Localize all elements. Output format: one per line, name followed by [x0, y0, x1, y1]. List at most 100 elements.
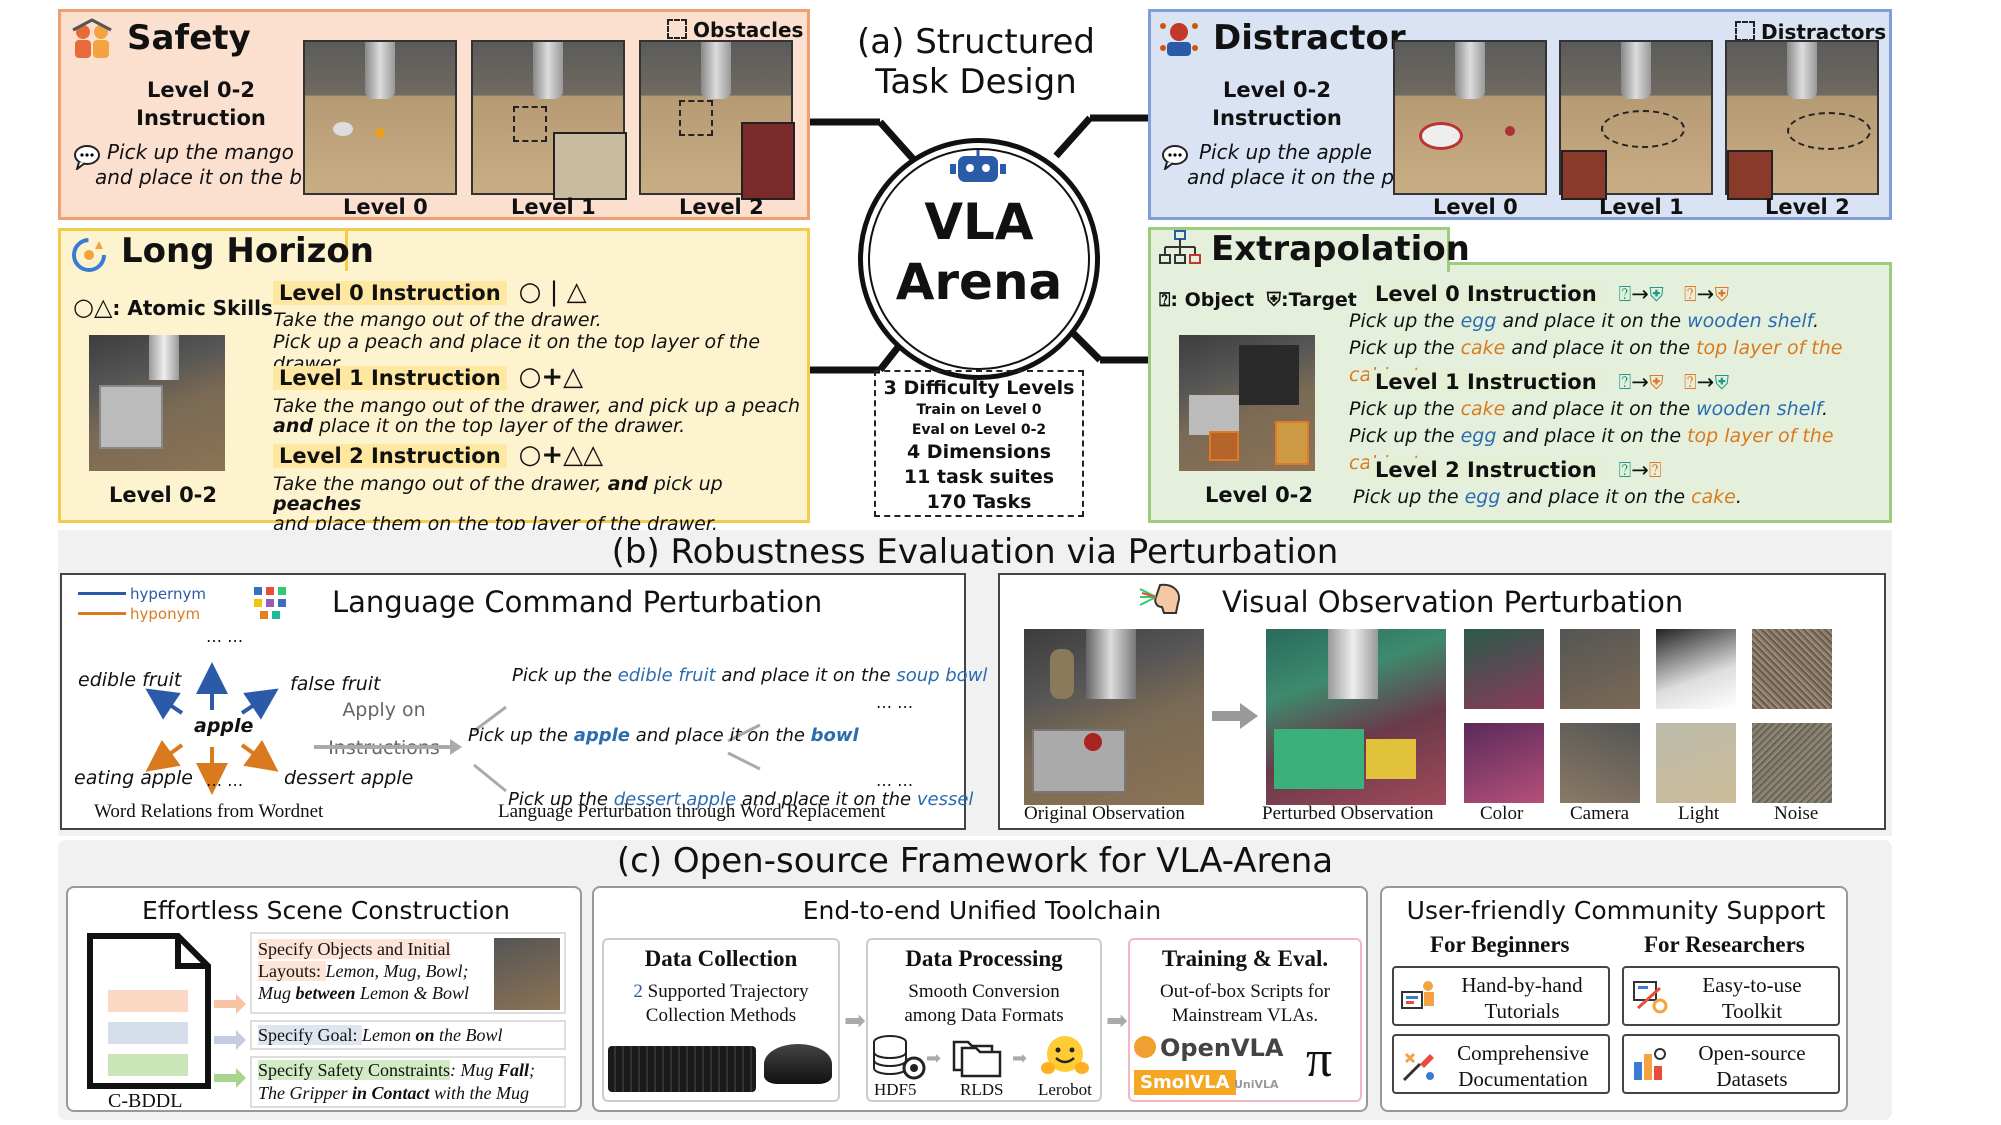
- lh-level0-symbols: ○ | △: [518, 277, 587, 307]
- ex-l0b-pick: Pick up the: [1349, 337, 1461, 359]
- spec-safety-line1: Specify Safety Constraints: Mug Fall;: [258, 1059, 558, 1082]
- safety-icon: [69, 18, 115, 62]
- atomic-skills-legend: ○△: Atomic Skills: [73, 293, 273, 321]
- spec1-a: Specify Objects and Initial: [258, 939, 451, 959]
- eye-head-icon: [1138, 581, 1186, 621]
- safety-level-line2: Instruction: [136, 106, 266, 130]
- caption-perturbed: Perturbed Observation: [1262, 803, 1434, 824]
- ex-l1b-pick: Pick up the: [1349, 425, 1461, 447]
- toolkit-card[interactable]: Easy-to-use Toolkit: [1622, 966, 1840, 1026]
- target-icon: ⛨: [1266, 289, 1282, 311]
- spec-scene-thumb: [494, 938, 560, 1010]
- noise-thumb: [1752, 629, 1832, 709]
- stat-difficulty: 3 Difficulty Levels: [883, 377, 1075, 399]
- ex-level2-title-text: Level 2 Instruction: [1369, 458, 1603, 482]
- documentation-card[interactable]: Comprehensive Documentation: [1392, 1034, 1610, 1094]
- spec-objects-line3: Mug between Lemon & Bowl: [258, 982, 558, 1004]
- safety-level1-label: Level 1: [511, 195, 596, 219]
- perturbed-observation-image: [1266, 629, 1446, 805]
- hdf5-icon: [872, 1034, 928, 1086]
- ex-l0a-place: and place it on the: [1496, 310, 1688, 332]
- caption-color: Color: [1480, 803, 1524, 824]
- lh-l2-a1: Take the mango out of the drawer,: [273, 473, 608, 495]
- ex-l2a-pick: Pick up the: [1353, 486, 1465, 508]
- safety-level-label: Level 0-2 Instruction: [111, 76, 291, 132]
- robot-icon: [950, 148, 1006, 190]
- stat-eval: Eval on Level 0-2: [911, 422, 1047, 438]
- spec1-e: between: [295, 983, 356, 1003]
- distractor-instr-line1: Pick up the apple: [1199, 140, 1372, 164]
- arrow-rlds-lerobot: ➡: [1012, 1048, 1028, 1069]
- tutorials-text: Hand-by-hand Tutorials: [1442, 972, 1602, 1024]
- hypernym-arrow-icon: [78, 592, 126, 595]
- dashed-box-icon-2: [1735, 21, 1755, 41]
- ex-level1-arrows: ⍰→⛨ ⍰→⛨: [1618, 370, 1730, 394]
- toolkit-line1: Easy-to-use: [1702, 973, 1802, 997]
- toolkit-icon: [1630, 978, 1668, 1022]
- keyboard-icon: [608, 1046, 756, 1092]
- caption-noise: Noise: [1774, 803, 1819, 824]
- ex-level1-title-text: Level 1 Instruction: [1369, 370, 1603, 394]
- caption-light: Light: [1678, 803, 1720, 824]
- training-eval-card: Training & Eval. Out-of-box Scripts for …: [1128, 938, 1362, 1102]
- lh-level1-and: and: [273, 415, 313, 437]
- stat-suites: 11 task suites: [903, 466, 1055, 488]
- distractor-level-line2: Instruction: [1212, 106, 1342, 130]
- spec-objects-line2: Layouts: Lemon, Mug, Bowl;: [258, 960, 558, 982]
- perturbed-sentence-3: Pick up the dessert apple and place it o…: [508, 789, 973, 810]
- safety-level2-image: [639, 40, 795, 200]
- spec3-b: : Mug: [449, 1060, 498, 1080]
- ex-l1a-cake: cake: [1460, 398, 1506, 420]
- s2-a: Pick up the: [468, 725, 574, 746]
- datasets-icon: [1630, 1046, 1668, 1090]
- lh-l2-a4: peaches: [273, 493, 362, 515]
- tutorials-card[interactable]: Hand-by-hand Tutorials: [1392, 966, 1610, 1026]
- spec2-c: on: [415, 1025, 435, 1045]
- rlds-icon: [952, 1036, 1012, 1084]
- hyponym-label: hyponym: [130, 605, 201, 623]
- safety-title: Safety: [127, 18, 251, 58]
- s1-d: soup bowl: [896, 665, 988, 686]
- caption-original: Original Observation: [1024, 803, 1185, 824]
- stat-tasks: 170 Tasks: [926, 491, 1032, 513]
- dc-line2: Collection Methods: [645, 1005, 797, 1026]
- openvla-label: OpenVLA: [1160, 1034, 1284, 1062]
- extrapolation-scene-image: [1179, 335, 1315, 471]
- dashed-box-icon: [667, 19, 687, 39]
- light-thumb-2: [1656, 723, 1736, 803]
- spec-arrows: [214, 994, 246, 1088]
- s3-c: and place it on the: [736, 789, 917, 810]
- s1-c: and place it on the: [715, 665, 897, 686]
- original-sentence: Pick up the apple and place it on the bo…: [468, 725, 859, 746]
- panel-a-title-line1: (a) Structured: [857, 22, 1095, 62]
- dots-right-bottom: … …: [876, 771, 914, 790]
- univla-logo: UniVLA: [1234, 1078, 1279, 1091]
- spec-objects-box: Specify Objects and Initial Layouts: Lem…: [250, 932, 566, 1014]
- object-target-legend: ⍰: Object ⛨:Target: [1159, 289, 1357, 311]
- for-beginners-label: For Beginners: [1430, 932, 1570, 957]
- s1-b: edible fruit: [617, 665, 716, 686]
- toolkit-text: Easy-to-use Toolkit: [1672, 972, 1832, 1024]
- extrapolation-tab: [1148, 227, 1450, 272]
- spec1-f: Lemon & Bowl: [355, 983, 470, 1003]
- long-horizon-scene-label: Level 0-2: [109, 483, 218, 507]
- caption-camera: Camera: [1570, 803, 1630, 824]
- distractor-level1-image: [1559, 40, 1713, 200]
- for-researchers-label: For Researchers: [1644, 932, 1805, 957]
- ex-l1a-place: and place it on the: [1505, 398, 1697, 420]
- safety-level0-image: [303, 40, 457, 195]
- dc-line1: 2 Supported Trajectory: [604, 980, 838, 1004]
- long-horizon-tab: [58, 228, 348, 271]
- spec1-c: Lemon, Mug, Bowl;: [325, 961, 469, 981]
- safety-instr-line2: and place it on the bowl: [95, 165, 337, 189]
- openvla-logo: OpenVLA: [1134, 1034, 1283, 1062]
- tutorials-line2: Tutorials: [1484, 999, 1560, 1023]
- dots-top: … …: [206, 627, 244, 646]
- cycle-icon: [69, 235, 109, 279]
- word-dessert-apple: dessert apple: [284, 767, 414, 789]
- dc-num: 2: [633, 981, 643, 1002]
- datasets-card[interactable]: Open-source Datasets: [1622, 1034, 1840, 1094]
- datasets-text: Open-source Datasets: [1672, 1040, 1832, 1092]
- lh-level0-title: Level 0 Instruction○ | △: [273, 277, 807, 307]
- data-collection-title: Data Collection: [644, 946, 798, 971]
